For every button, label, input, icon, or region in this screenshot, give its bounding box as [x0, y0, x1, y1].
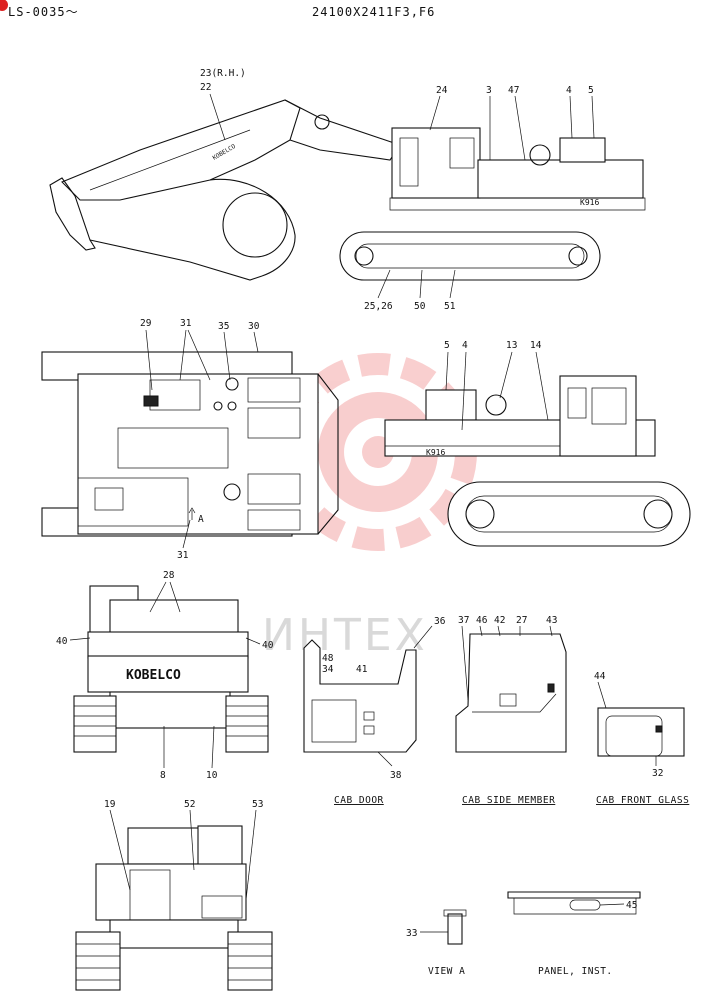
- counterweight-model-decal: K916: [580, 198, 599, 207]
- view-a-detail: 33 VIEW A: [406, 909, 467, 977]
- callout-25-26: 25,26: [364, 301, 393, 312]
- callout-38: 38: [390, 770, 402, 781]
- callout-5-right: 5: [444, 340, 450, 351]
- callout-32: 32: [652, 768, 663, 779]
- callout-29: 29: [140, 318, 152, 329]
- header-left-code: LS-0035〜: [8, 5, 79, 19]
- callout-27: 27: [516, 615, 527, 626]
- cab-side-member-callouts: 37 46 42 27 43 CAB SIDE MEMBER: [458, 615, 557, 806]
- caption-cab-door: CAB DOOR: [334, 795, 384, 806]
- callout-46: 46: [476, 615, 488, 626]
- right-side-view-excavator: K916: [384, 375, 691, 547]
- caption-cab-front-glass: CAB FRONT GLASS: [596, 795, 689, 806]
- callout-10: 10: [206, 770, 218, 781]
- rear-view-callouts: 28 40 40 8 10: [56, 570, 274, 781]
- callout-48: 48: [322, 653, 334, 664]
- callout-37: 37: [458, 615, 469, 626]
- front-view-callouts: 19 52 53: [104, 799, 263, 901]
- rear-view-excavator: KOBELCO: [73, 585, 269, 753]
- callout-47: 47: [508, 85, 519, 96]
- callout-42: 42: [494, 615, 505, 626]
- caption-view-a: VIEW A: [428, 966, 465, 977]
- callout-51: 51: [444, 301, 456, 312]
- callout-22: 22: [200, 82, 211, 93]
- cab-front-glass-callouts: 44 32 CAB FRONT GLASS: [594, 671, 689, 806]
- callout-8: 8: [160, 770, 166, 781]
- right-counterweight-decal: K916: [426, 448, 445, 457]
- cab-door-detail: [303, 639, 417, 753]
- callout-5: 5: [588, 85, 594, 96]
- callout-13: 13: [506, 340, 517, 351]
- side-view-excavator: KOBELCO K916: [49, 99, 646, 281]
- callout-28: 28: [163, 570, 175, 581]
- callout-31-top: 31: [180, 318, 192, 329]
- cab-side-member-detail: [455, 633, 567, 753]
- callout-50: 50: [414, 301, 426, 312]
- callout-40-left: 40: [56, 636, 68, 647]
- top-view-callouts: 29 31 35 30 31 A: [140, 318, 260, 561]
- callout-4-right: 4: [462, 340, 468, 351]
- right-side-callouts: 5 4 13 14: [444, 340, 549, 431]
- callout-30: 30: [248, 321, 260, 332]
- caption-cab-side-member: CAB SIDE MEMBER: [462, 795, 555, 806]
- callout-52: 52: [184, 799, 195, 810]
- callout-41: 41: [356, 664, 368, 675]
- callout-3: 3: [486, 85, 492, 96]
- panel-inst-detail: 45 PANEL, INST.: [507, 891, 641, 977]
- header-right-code: 24100X2411F3,F6: [312, 5, 435, 19]
- callout-4: 4: [566, 85, 572, 96]
- boom-kobelco-decal: KOBELCO: [212, 143, 238, 162]
- callout-36: 36: [434, 616, 446, 627]
- callout-45: 45: [626, 900, 637, 911]
- caption-panel-inst: PANEL, INST.: [538, 966, 613, 977]
- view-a-arrow-label: A: [198, 514, 204, 525]
- callout-43: 43: [546, 615, 557, 626]
- callout-31-bottom: 31: [177, 550, 189, 561]
- rear-kobelco-logo: KOBELCO: [126, 668, 181, 683]
- callout-19: 19: [104, 799, 116, 810]
- watermark-text: ИНТЕХ: [262, 610, 428, 661]
- callout-44: 44: [594, 671, 606, 682]
- callout-33: 33: [406, 928, 417, 939]
- callout-40-right: 40: [262, 640, 274, 651]
- front-view-excavator: [75, 825, 273, 991]
- callout-35: 35: [218, 321, 229, 332]
- cab-front-glass-detail: [597, 707, 685, 757]
- callout-24: 24: [436, 85, 448, 96]
- callout-34: 34: [322, 664, 334, 675]
- callout-53: 53: [252, 799, 263, 810]
- cab-door-callouts: 36 48 34 41 38 CAB DOOR: [322, 616, 446, 806]
- top-view-excavator: [41, 351, 339, 537]
- callout-23-rh: 23(R.H.): [200, 68, 246, 79]
- page-corner-marker: [0, 0, 8, 11]
- callout-14: 14: [530, 340, 542, 351]
- side-view-callouts: 23(R.H.) 22 24 3 47 4 5 25,26 50 51: [200, 68, 595, 312]
